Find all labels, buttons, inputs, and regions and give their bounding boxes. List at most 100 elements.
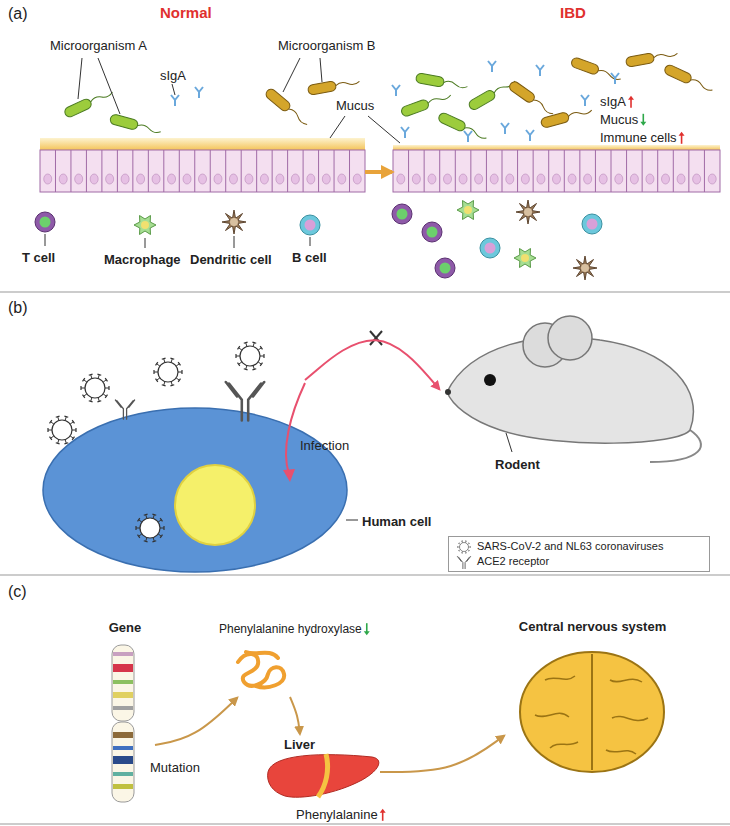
epithelium xyxy=(502,150,503,192)
change-arrow xyxy=(628,96,634,100)
annotation-label: sIgA xyxy=(160,68,186,84)
epithelium xyxy=(564,150,565,192)
immune-cells xyxy=(35,200,602,280)
epithelium xyxy=(276,174,284,184)
epithelium xyxy=(475,174,483,184)
change-arrow xyxy=(679,132,685,136)
epithelium xyxy=(444,174,452,184)
immune-cells xyxy=(573,256,597,280)
epithelium xyxy=(506,174,514,184)
annotation-label: Mucus xyxy=(600,112,638,128)
epithelium xyxy=(210,150,211,192)
epithelium xyxy=(106,174,114,184)
microorganisms xyxy=(467,77,517,112)
label-holder: sIgA xyxy=(160,66,186,84)
liver xyxy=(318,754,328,797)
epithelium xyxy=(256,150,257,192)
annotation-label: Macrophage xyxy=(104,252,181,268)
brain xyxy=(520,652,664,772)
microorganisms xyxy=(415,73,468,92)
brain xyxy=(545,676,575,680)
epithelium xyxy=(693,174,701,184)
leader-line xyxy=(346,520,358,521)
enzyme xyxy=(238,652,284,687)
siga-group xyxy=(536,65,544,76)
change-arrow xyxy=(380,809,386,813)
leader-line xyxy=(172,84,175,95)
epithelium xyxy=(291,174,299,184)
infection-arrow xyxy=(286,383,305,474)
organ-figure: Central nervous system xyxy=(505,617,680,787)
annotation-label: B cell xyxy=(292,250,327,266)
figure-label: Central nervous system xyxy=(519,619,666,635)
chromosome xyxy=(113,664,133,672)
immune-cells xyxy=(457,201,479,220)
rodent xyxy=(445,389,451,395)
epithelium xyxy=(657,150,658,192)
immune-cells xyxy=(35,212,55,232)
epithelium xyxy=(521,174,529,184)
siga-group xyxy=(488,61,496,72)
enzyme-figure: Phenylalanine hydroxylase xyxy=(215,617,374,697)
change-arrow xyxy=(679,132,685,144)
epithelium xyxy=(86,150,87,192)
epithelium xyxy=(393,150,720,192)
cell-figure: Human cell xyxy=(40,380,420,575)
microorganisms xyxy=(437,112,488,143)
panel-separator xyxy=(0,292,730,293)
chromosome xyxy=(113,772,133,776)
epithelium xyxy=(148,150,149,192)
epithelium xyxy=(163,150,164,192)
figure-label: Phenylalanine hydroxylase xyxy=(219,622,362,636)
epithelium xyxy=(117,150,118,192)
brain xyxy=(610,679,642,682)
human-cell xyxy=(81,374,109,402)
rodent xyxy=(548,316,592,360)
epithelium xyxy=(517,150,518,192)
change-arrow xyxy=(640,122,646,126)
epithelium xyxy=(553,174,561,184)
human-cell xyxy=(175,465,255,545)
legend-sample xyxy=(455,554,473,569)
epithelium xyxy=(548,150,549,192)
epithelium xyxy=(428,174,436,184)
scene-panel: Normal xyxy=(40,4,365,190)
epithelium xyxy=(101,150,102,192)
annotation-label: T cell xyxy=(22,250,55,266)
scene-panel: IBD xyxy=(393,4,720,190)
immune-cells xyxy=(582,214,602,234)
brain xyxy=(606,750,636,754)
epithelium xyxy=(408,150,409,192)
epithelium xyxy=(225,150,226,192)
label-holder: Immune cells xyxy=(600,128,677,146)
label-holder: Phenylalanine xyxy=(296,805,378,823)
change-arrow xyxy=(681,135,683,144)
microorganisms xyxy=(570,57,622,84)
label-holder: Microorganism A xyxy=(50,36,147,54)
human-cell xyxy=(226,382,264,420)
legend-sample xyxy=(455,539,473,554)
change-arrow xyxy=(380,809,386,821)
epithelium xyxy=(318,150,319,192)
epithelium xyxy=(353,174,361,184)
microorganisms xyxy=(540,105,593,128)
legend-row: SARS-CoV-2 and NL63 coronaviruses xyxy=(455,539,703,554)
epithelium xyxy=(599,174,607,184)
epithelium xyxy=(349,150,350,192)
immune-cells xyxy=(222,210,246,234)
microorganisms xyxy=(109,114,162,137)
rodent xyxy=(445,316,701,462)
change-arrow xyxy=(364,631,370,635)
figure-label: Normal xyxy=(160,4,212,22)
change-arrow xyxy=(640,114,646,126)
animal-figure: Rodent xyxy=(440,325,705,485)
figure-label: Human cell xyxy=(362,514,431,530)
epithelium xyxy=(677,174,685,184)
epithelium xyxy=(615,174,623,184)
liver xyxy=(268,754,379,797)
annotation-label: Phenylalanine xyxy=(296,807,378,823)
microorganisms xyxy=(663,64,714,95)
epithelium xyxy=(214,174,222,184)
brain xyxy=(612,716,648,720)
epithelium xyxy=(424,150,425,192)
